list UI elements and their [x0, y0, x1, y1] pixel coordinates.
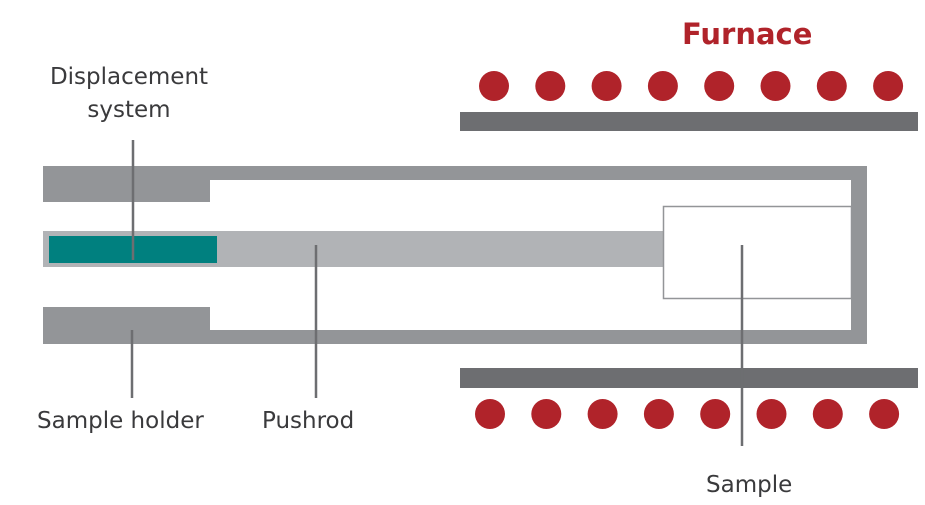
heater-element [647, 71, 678, 101]
holder-tube-end [851, 166, 867, 344]
heater-element [479, 71, 509, 101]
label-pushrod: Pushrod [262, 408, 354, 434]
furnace-wall-bottom [460, 368, 918, 388]
holder-block-top [43, 166, 210, 202]
holder-block-bottom [43, 307, 210, 344]
label-sample-holder: Sample holder [37, 408, 204, 434]
sample [662, 205, 853, 300]
heater-element [531, 399, 562, 429]
heater-element [760, 71, 791, 101]
sample-holder [43, 166, 867, 344]
holder-tube-bottom [210, 330, 867, 344]
heater-element [812, 399, 843, 429]
label-displacement-line1: Displacement [50, 64, 208, 90]
heater-element [535, 71, 566, 101]
heater-element [869, 399, 900, 429]
heater-element [756, 399, 787, 429]
heater-element [643, 399, 674, 429]
furnace-wall-top [460, 112, 918, 131]
heater-element [591, 71, 622, 101]
label-displacement-line2: system [87, 97, 170, 123]
heater-row-top [479, 71, 904, 101]
heater-element [700, 399, 731, 429]
heater-element [475, 399, 505, 429]
heater-element [704, 71, 735, 101]
furnace-title: Furnace [682, 17, 812, 51]
heater-element [816, 71, 847, 101]
label-sample: Sample [706, 472, 792, 498]
heater-element [873, 71, 904, 101]
heater-element [587, 399, 618, 429]
heater-row-bottom [475, 399, 900, 429]
holder-tube-top [210, 166, 867, 180]
